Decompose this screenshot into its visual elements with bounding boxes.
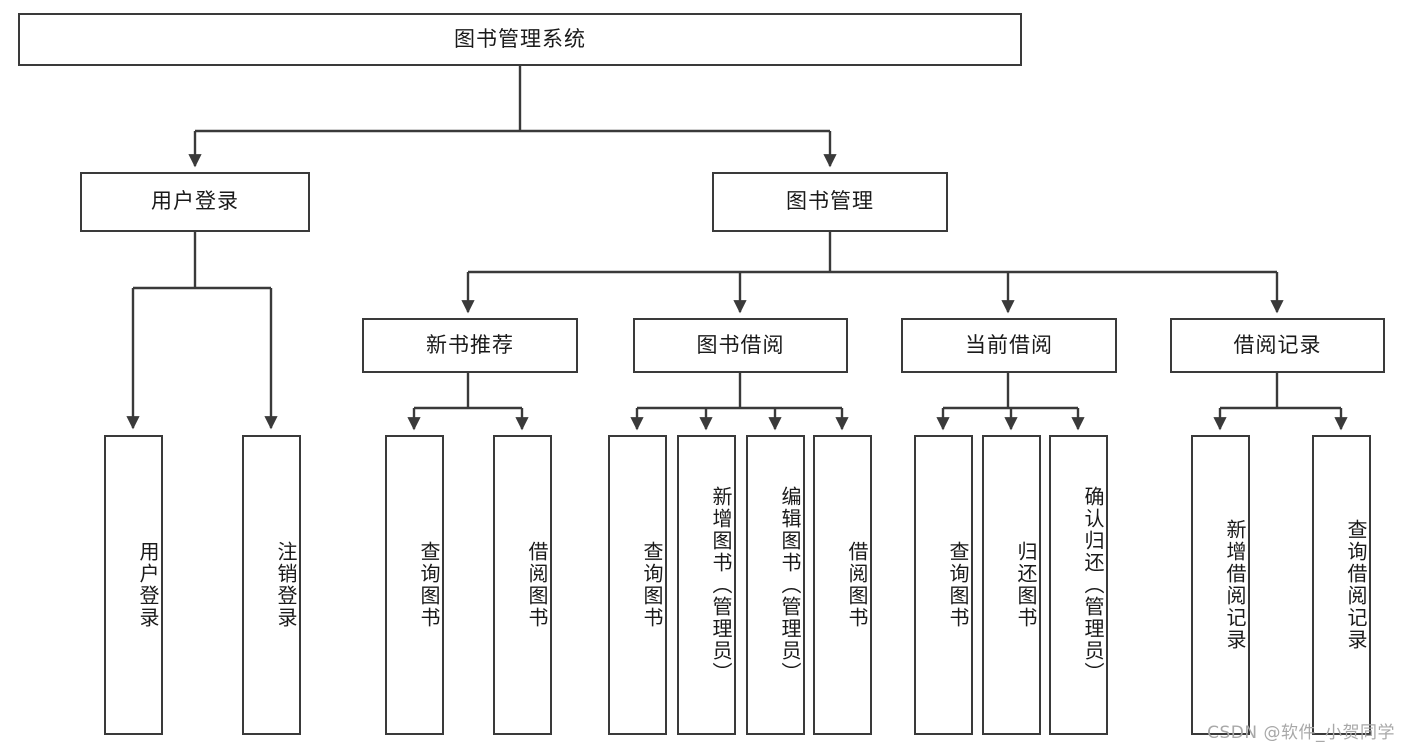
node-label: 查询图书: [417, 541, 441, 629]
leaf-new-book-query-book[interactable]: 查询图书: [385, 435, 444, 735]
leaf-current-borrow-confirm-return-admin[interactable]: 确认归还（管理员）: [1049, 435, 1108, 735]
leaf-user-login-logout[interactable]: 注销登录: [242, 435, 301, 735]
leaf-book-borrow-add-book-admin[interactable]: 新增图书（管理员）: [677, 435, 736, 735]
node-label: 借阅图书: [845, 541, 869, 629]
leaf-new-book-borrow-book[interactable]: 借阅图书: [493, 435, 552, 735]
leaf-current-borrow-return-book[interactable]: 归还图书: [982, 435, 1041, 735]
node-borrow-record[interactable]: 借阅记录: [1170, 318, 1385, 373]
node-label: 用户登录: [151, 189, 239, 214]
node-label: 图书借阅: [696, 332, 785, 357]
node-label: 编辑图书（管理员）: [778, 486, 802, 684]
node-book-management[interactable]: 图书管理: [712, 172, 948, 232]
leaf-user-login-login[interactable]: 用户登录: [104, 435, 163, 735]
node-label: 注销登录: [274, 541, 298, 629]
node-label: 新增图书（管理员）: [709, 486, 733, 684]
node-label: 图书管理: [786, 189, 874, 214]
node-label: 查询借阅记录: [1344, 519, 1368, 651]
node-label: 查询图书: [946, 541, 970, 629]
node-label: 图书管理系统: [454, 26, 586, 51]
node-user-login[interactable]: 用户登录: [80, 172, 310, 232]
leaf-borrow-record-add-record[interactable]: 新增借阅记录: [1191, 435, 1250, 735]
node-label: 查询图书: [640, 541, 664, 629]
node-label: 新书推荐: [426, 332, 514, 357]
leaf-current-borrow-query-book[interactable]: 查询图书: [914, 435, 973, 735]
node-label: 确认归还（管理员）: [1081, 486, 1105, 684]
node-label: 用户登录: [136, 541, 160, 629]
node-label: 当前借阅: [965, 332, 1053, 357]
node-label: 借阅记录: [1233, 332, 1322, 357]
leaf-book-borrow-borrow-book[interactable]: 借阅图书: [813, 435, 872, 735]
leaf-book-borrow-edit-book-admin[interactable]: 编辑图书（管理员）: [746, 435, 805, 735]
node-new-book-recommend[interactable]: 新书推荐: [362, 318, 578, 373]
leaf-borrow-record-query-record[interactable]: 查询借阅记录: [1312, 435, 1371, 735]
csdn-watermark: CSDN @软件_小贺同学: [1207, 723, 1395, 743]
node-label: 归还图书: [1014, 541, 1038, 629]
node-root-book-management-system[interactable]: 图书管理系统: [18, 13, 1022, 66]
leaf-book-borrow-query-book[interactable]: 查询图书: [608, 435, 667, 735]
node-label: 新增借阅记录: [1223, 519, 1247, 651]
node-book-borrow[interactable]: 图书借阅: [633, 318, 848, 373]
node-current-borrow[interactable]: 当前借阅: [901, 318, 1117, 373]
node-label: 借阅图书: [525, 541, 549, 629]
